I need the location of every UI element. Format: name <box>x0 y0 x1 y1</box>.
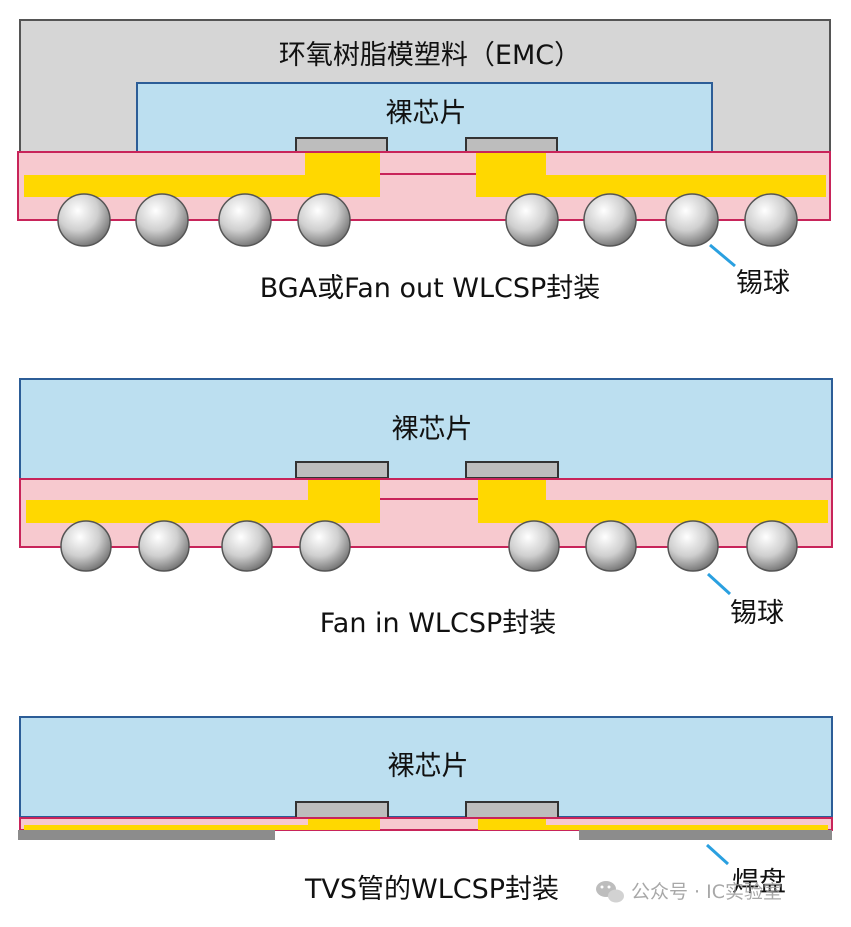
solder-ball <box>746 520 798 572</box>
solder-ball <box>138 520 190 572</box>
callout-line <box>705 843 730 866</box>
solder-ball <box>299 520 351 572</box>
trace-left-via <box>308 480 380 523</box>
solder-ball <box>135 193 189 247</box>
die-pad-right <box>465 801 559 819</box>
land-pad-left <box>18 830 275 840</box>
solder-ball <box>667 520 719 572</box>
solder-ball <box>57 193 111 247</box>
solder-ball <box>583 193 637 247</box>
trace-left-via <box>308 819 380 830</box>
trace-left <box>24 825 380 830</box>
solder-ball <box>505 193 559 247</box>
solder-ball <box>60 520 112 572</box>
caption: Fan in WLCSP封装 <box>320 608 557 639</box>
callout-label: 焊盘 <box>732 867 786 898</box>
die-label: 裸芯片 <box>388 751 469 782</box>
callout-label: 锡球 <box>730 598 784 629</box>
trace-right-horizontal <box>476 175 826 197</box>
trace-left-horizontal <box>26 500 380 523</box>
solder-ball <box>744 193 798 247</box>
solder-ball <box>665 193 719 247</box>
trace-right-via <box>476 153 546 197</box>
die-pad-left <box>295 461 389 479</box>
solder-ball <box>221 520 273 572</box>
watermark-text: 公众号 · IC实验室 <box>631 881 782 903</box>
caption: BGA或Fan out WLCSP封装 <box>260 273 601 304</box>
solder-ball <box>585 520 637 572</box>
die-label: 裸芯片 <box>386 98 467 129</box>
watermark: 公众号 · IC实验室 <box>596 881 782 903</box>
trace-right <box>478 825 828 830</box>
trace-left-horizontal <box>24 175 380 197</box>
trace-left-via <box>305 153 380 197</box>
solder-ball <box>218 193 272 247</box>
solder-ball <box>508 520 560 572</box>
bga-fanout-diagram: 环氧树脂模塑料（EMC） 裸芯片 锡球 BGA或Fan out WLCSP封装 <box>17 19 831 304</box>
trace-right-via <box>478 480 546 523</box>
die-pad-left <box>295 137 388 154</box>
callout-line <box>709 243 736 268</box>
die-pad-left <box>295 801 389 819</box>
die-pad-right <box>465 137 558 154</box>
callout-line <box>706 572 732 596</box>
callout-label: 锡球 <box>736 268 790 299</box>
wechat-icon <box>596 881 624 903</box>
die <box>19 378 833 480</box>
caption: TVS管的WLCSP封装 <box>304 874 559 905</box>
trace-right-via <box>478 819 546 830</box>
die <box>136 82 713 154</box>
fanin-wlcsp-diagram: 裸芯片 锡球 Fan in WLCSP封装 <box>19 378 833 639</box>
tvs-wlcsp-diagram: 裸芯片 焊盘 TVS管的WLCSP封装 <box>18 716 833 905</box>
solder-ball <box>297 193 351 247</box>
die <box>19 716 833 818</box>
emc-label: 环氧树脂模塑料（EMC） <box>279 40 581 71</box>
land-pad-right <box>579 830 832 840</box>
die-label: 裸芯片 <box>392 414 473 445</box>
die-pad-right <box>465 461 559 479</box>
trace-right-horizontal <box>478 500 828 523</box>
